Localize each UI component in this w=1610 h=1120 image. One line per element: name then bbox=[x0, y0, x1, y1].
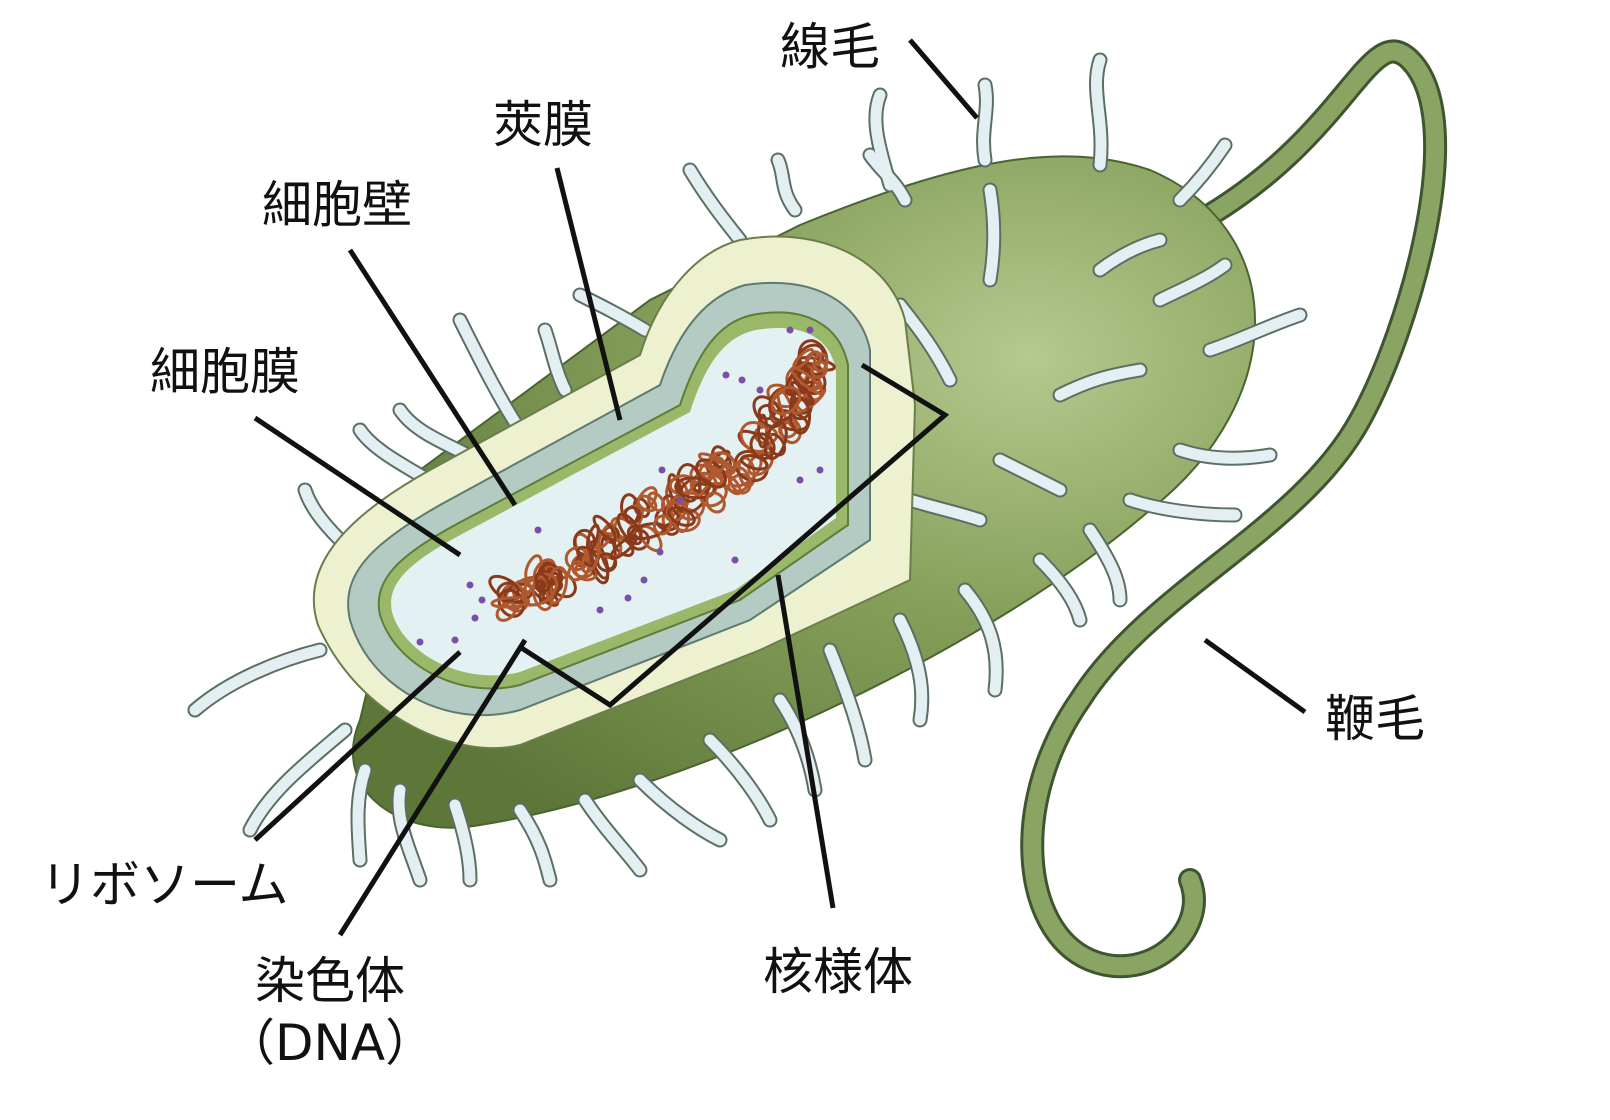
ribosome-dot bbox=[806, 326, 814, 334]
label-chromosome: 染色体 （DNA） bbox=[225, 950, 435, 1074]
ribosome-dot bbox=[796, 476, 804, 484]
dna-loop bbox=[667, 506, 696, 527]
dna-loop bbox=[636, 486, 658, 512]
ribosome-dot bbox=[658, 466, 666, 474]
flagellum bbox=[1020, 39, 1448, 979]
ribosome-dot bbox=[640, 576, 648, 584]
nucleoid-bracket bbox=[518, 362, 950, 709]
leader-ribosome bbox=[253, 650, 462, 842]
dna-loop bbox=[592, 514, 617, 542]
label-flagellum: 鞭毛 bbox=[1325, 690, 1425, 748]
label-chromosome-line1: 染色体 bbox=[255, 952, 406, 1010]
dna-loop bbox=[790, 366, 825, 396]
pili-group bbox=[187, 52, 1308, 888]
ribosome-dot bbox=[624, 594, 632, 602]
dna-loop bbox=[629, 522, 667, 541]
leader-lines bbox=[253, 38, 1307, 937]
leader-capsule bbox=[554, 167, 623, 421]
dna-loop bbox=[616, 512, 643, 546]
ribosome-dot bbox=[451, 636, 459, 644]
ribosomes bbox=[416, 326, 824, 646]
dna-loop bbox=[728, 465, 752, 495]
ribosome-dot bbox=[676, 496, 684, 504]
ribosome-dot bbox=[466, 581, 474, 589]
ribosome-dot bbox=[738, 376, 746, 384]
dna-loop bbox=[580, 545, 600, 574]
dna-loop bbox=[705, 491, 726, 514]
dna-loop bbox=[792, 348, 815, 370]
dna-loop bbox=[763, 420, 788, 461]
dna-loop bbox=[708, 455, 726, 473]
leader-chromosome bbox=[337, 638, 528, 937]
ribosome-dot bbox=[722, 371, 730, 379]
label-nucleoid: 核様体 bbox=[763, 943, 913, 1001]
leader-cell-wall bbox=[347, 248, 518, 507]
dna-loop bbox=[652, 514, 673, 536]
dna-loop bbox=[623, 506, 642, 525]
ribosome-dot bbox=[816, 466, 824, 474]
label-capsule: 莢膜 bbox=[493, 96, 593, 154]
label-ribosome: リボソーム bbox=[40, 856, 289, 914]
dna-loop bbox=[668, 474, 696, 496]
dna-loop bbox=[534, 572, 551, 593]
ribosome-dot bbox=[416, 638, 424, 646]
dna-loop bbox=[647, 491, 666, 513]
dna-loop bbox=[739, 421, 773, 453]
dna-loop bbox=[699, 481, 728, 508]
dna-loop bbox=[521, 572, 559, 607]
dna-loop bbox=[490, 596, 531, 609]
ribosome-dot bbox=[596, 606, 604, 614]
dna-loop bbox=[585, 523, 600, 552]
chromosome-dna bbox=[488, 339, 836, 622]
ribosome-dot bbox=[756, 386, 764, 394]
dna-loop bbox=[609, 534, 639, 561]
leader-flagellum bbox=[1203, 637, 1307, 715]
label-cell-wall: 細胞壁 bbox=[262, 176, 412, 234]
dna-loop bbox=[752, 395, 784, 429]
leader-cell-membrane bbox=[253, 415, 462, 558]
ribosome-dot bbox=[471, 614, 479, 622]
label-cell-membrane: 細胞膜 bbox=[150, 343, 300, 401]
dna-loop bbox=[496, 581, 520, 603]
dna-loop bbox=[667, 473, 686, 513]
ribosome-dot bbox=[786, 326, 794, 334]
dna-loop bbox=[531, 576, 554, 612]
leader-pili bbox=[908, 38, 979, 120]
label-chromosome-line2: （DNA） bbox=[225, 1014, 436, 1072]
dna-loop bbox=[674, 476, 716, 500]
dna-loop bbox=[810, 360, 828, 379]
ribosome-dot bbox=[731, 556, 739, 564]
ribosome-dot bbox=[534, 526, 542, 534]
cytoplasm bbox=[391, 327, 836, 676]
label-pili: 線毛 bbox=[780, 18, 880, 76]
dna-loop bbox=[770, 386, 802, 416]
dna-loop bbox=[749, 432, 776, 460]
ribosome-dot bbox=[478, 596, 486, 604]
leader-nucleoid bbox=[775, 574, 836, 909]
ribosome-dot bbox=[656, 548, 664, 556]
